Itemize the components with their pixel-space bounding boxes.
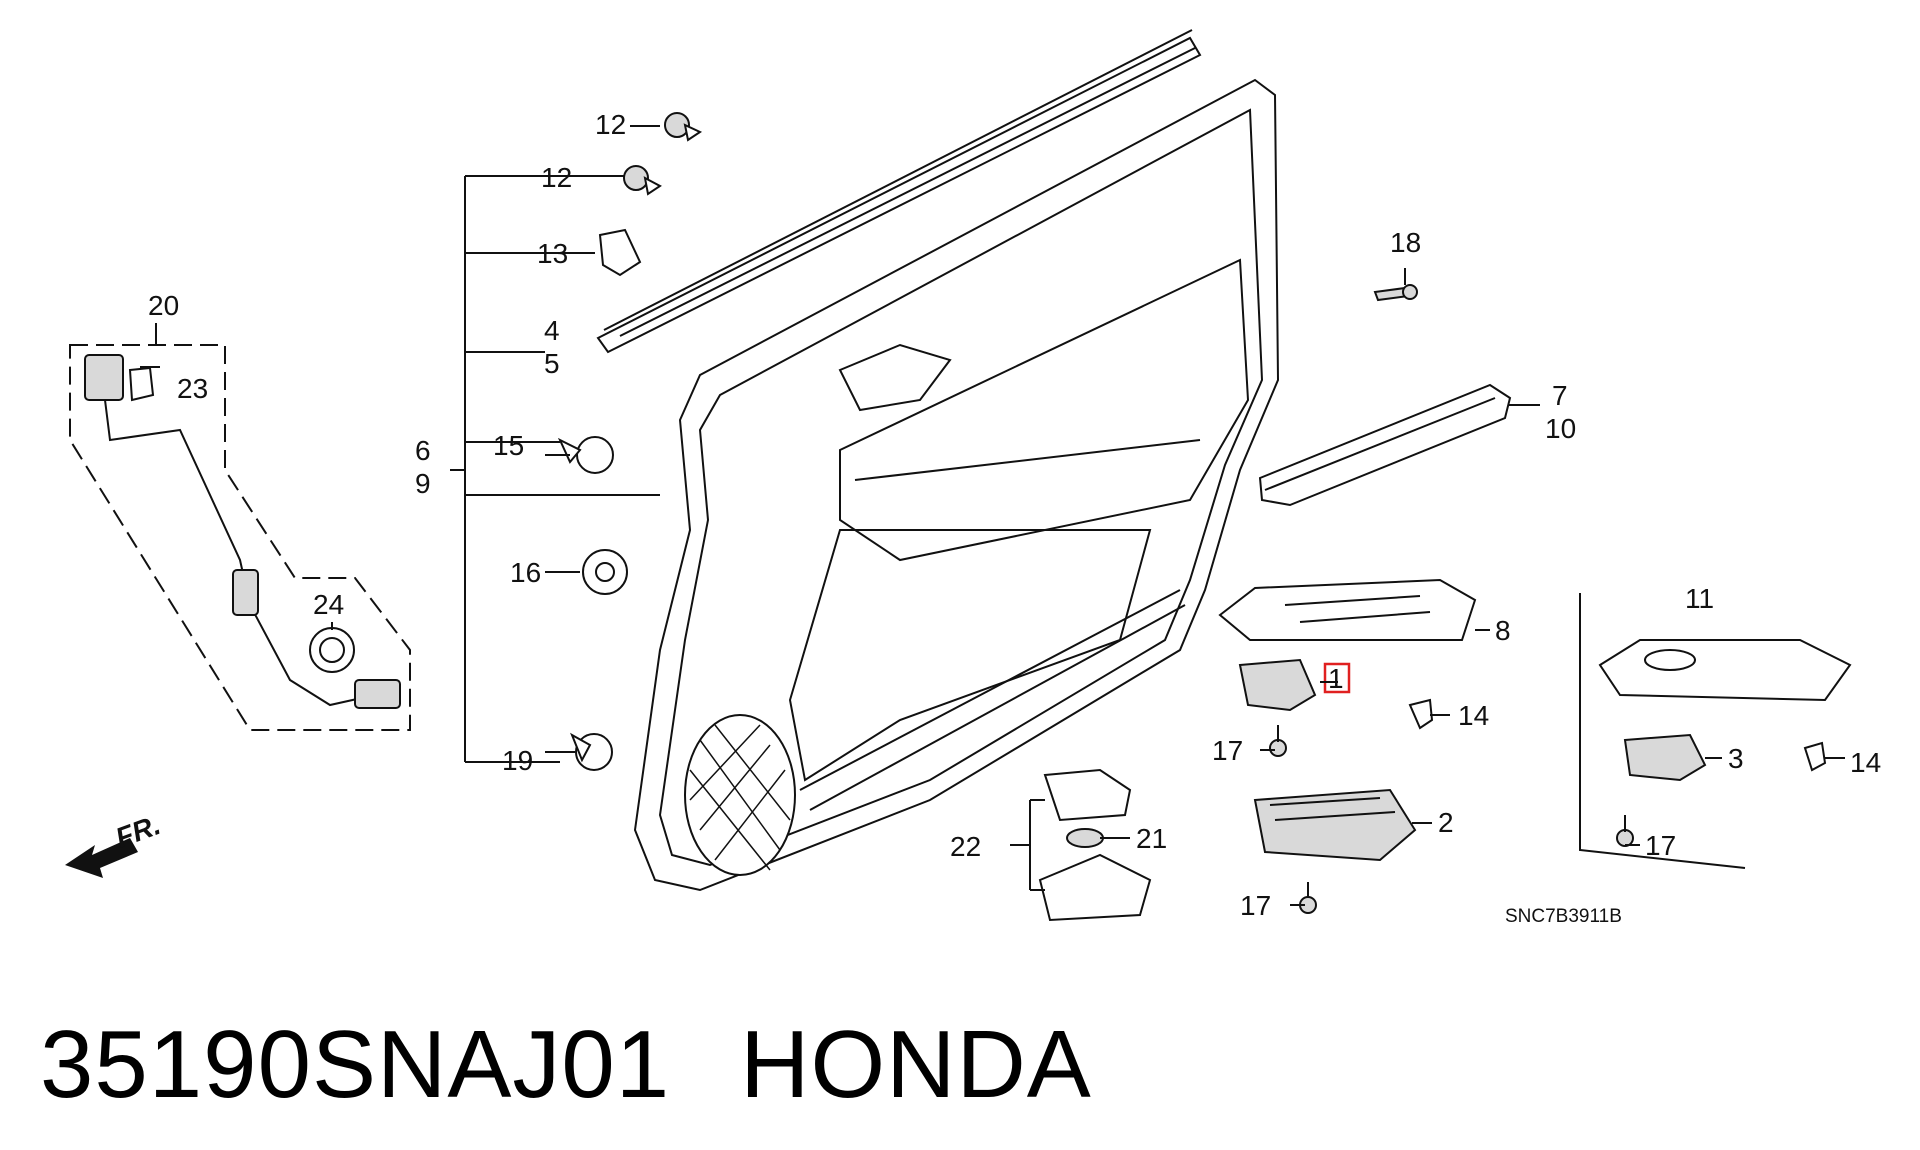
callout-16: 16 (510, 557, 541, 588)
window-switch-3 (1623, 733, 1707, 782)
door-panel (633, 78, 1280, 892)
armrest (1258, 383, 1512, 507)
clip-16 (582, 549, 628, 595)
callout-17-right: 17 (1645, 830, 1676, 861)
part-number: 35190SNAJ01 (40, 1011, 671, 1118)
callout-24: 24 (313, 589, 344, 620)
screw-17b (1299, 882, 1317, 914)
callout-2: 2 (1438, 807, 1454, 838)
bracket-6-9 (450, 175, 660, 763)
clip-14-right (1803, 741, 1827, 772)
callout-7: 7 (1552, 380, 1568, 411)
clip-12-top (630, 112, 703, 142)
callout-12: 12 (541, 162, 572, 193)
callout-13: 13 (537, 238, 568, 269)
callout-10: 10 (1545, 413, 1576, 444)
wire-harness (69, 344, 411, 731)
garnish-22 (1038, 768, 1152, 922)
callout-23: 23 (177, 373, 208, 404)
callout-22: 22 (950, 831, 981, 862)
clip-14 (1408, 698, 1434, 730)
callout-9: 9 (415, 468, 431, 499)
brand-name: HONDA (740, 1011, 1092, 1118)
bulb-21 (1066, 828, 1104, 848)
leader-lines (140, 268, 1845, 906)
door-molding-strip (596, 29, 1202, 354)
front-arrow: FR. (65, 809, 164, 878)
callout-12-top: 12 (595, 109, 626, 140)
clip-12 (623, 165, 662, 196)
callout-5: 5 (544, 348, 560, 379)
footer: 35190SNAJ01 HONDA (40, 1010, 1092, 1120)
callout-14-right: 14 (1850, 747, 1881, 778)
clip-19 (570, 732, 613, 771)
switch-panel-11 (1598, 639, 1852, 702)
fr-label: FR. (111, 809, 164, 854)
callout-17a: 17 (1212, 735, 1243, 766)
switch-panel (1218, 578, 1477, 641)
diagram-code: SNC7B3911B (1505, 906, 1622, 927)
highlight-box (1323, 662, 1351, 694)
master-switch-2 (1253, 788, 1417, 862)
callout-17b: 17 (1240, 890, 1271, 921)
screw-18 (1373, 284, 1418, 302)
callout-4: 4 (544, 315, 560, 346)
right-group-frame (1579, 593, 1746, 869)
screw-17-right (1616, 815, 1634, 847)
callout-18: 18 (1390, 227, 1421, 258)
callout-6: 6 (415, 435, 431, 466)
callout-15: 15 (493, 430, 524, 461)
window-switch-1 (1238, 658, 1317, 712)
callout-19: 19 (502, 745, 533, 776)
clip-15 (557, 436, 614, 474)
callout-14: 14 (1458, 700, 1489, 731)
screw-17a (1269, 725, 1287, 757)
clip-13 (598, 228, 642, 277)
callout-3: 3 (1728, 743, 1744, 774)
callout-1: 1 (1328, 663, 1344, 694)
callout-11: 11 (1685, 583, 1714, 614)
callout-21: 21 (1136, 823, 1167, 854)
callout-20: 20 (148, 290, 179, 321)
callout-8: 8 (1495, 615, 1511, 646)
